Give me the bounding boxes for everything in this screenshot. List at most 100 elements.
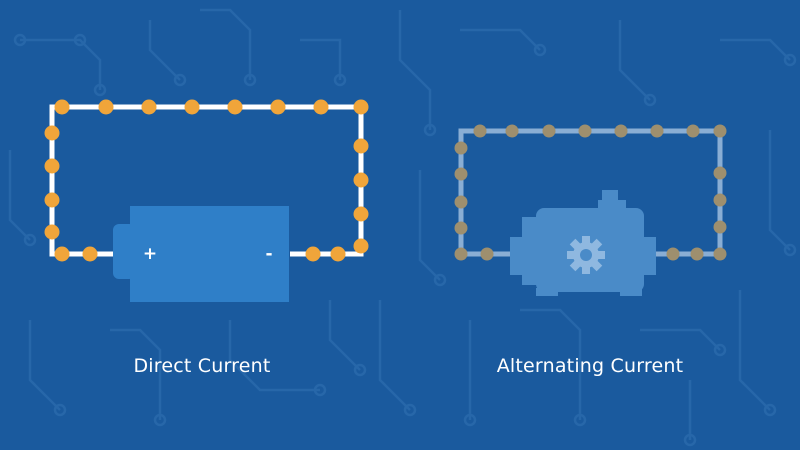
ac-electron-dot — [473, 124, 487, 138]
gear-tooth — [582, 236, 590, 245]
circuit-node — [763, 403, 777, 417]
circuit-trace — [720, 38, 791, 61]
ac-electron-dots — [454, 124, 727, 261]
dc-electron-dot — [44, 158, 60, 174]
motor-right-cap — [642, 237, 656, 275]
dc-electron-dots — [44, 99, 369, 262]
ac-electron-dot — [614, 124, 628, 138]
gear-tooth — [582, 265, 590, 274]
alternating-current-caption: Alternating Current — [496, 355, 684, 377]
circuit-node — [173, 73, 187, 87]
ac-electron-dot — [713, 220, 727, 234]
dc-electron-dot — [141, 99, 157, 115]
ac-electron-dot — [454, 141, 468, 155]
ac-electron-dot — [713, 166, 727, 180]
circuit-trace — [738, 290, 771, 411]
ac-electron-dot — [666, 247, 680, 261]
dc-electron-dot — [227, 99, 243, 115]
circuit-node — [353, 363, 367, 377]
dc-electron-dot — [270, 99, 286, 115]
dc-electron-dot — [330, 246, 346, 262]
motor-foot-right — [620, 288, 642, 296]
circuit-trace — [768, 130, 791, 251]
circuit-trace — [328, 300, 361, 371]
circuit-trace — [398, 10, 432, 130]
circuit-node — [243, 73, 257, 87]
circuit-node — [433, 273, 447, 287]
alternating-current-circuit — [454, 124, 727, 296]
dc-electron-dot — [44, 192, 60, 208]
motor-left-cap — [510, 237, 524, 275]
ac-electron-dot — [690, 247, 704, 261]
ac-electron-dot — [686, 124, 700, 138]
dc-electron-dot — [54, 99, 70, 115]
dc-electron-dot — [353, 238, 369, 254]
circuit-trace — [378, 300, 411, 411]
circuit-trace — [618, 20, 651, 101]
circuit-trace — [640, 328, 721, 351]
circuit-trace — [200, 8, 252, 80]
ac-electron-dot — [454, 221, 468, 235]
direct-current-circuit: + - — [44, 99, 369, 302]
circuit-node — [23, 233, 37, 247]
ac-electron-dot — [542, 124, 556, 138]
circuit-node — [533, 43, 547, 57]
ac-electron-dot — [454, 247, 468, 261]
dc-electron-dot — [98, 99, 114, 115]
ac-electron-dot — [713, 247, 727, 261]
dc-electron-dot — [184, 99, 200, 115]
battery-cap — [113, 224, 135, 279]
circuit-trace — [300, 38, 342, 80]
circuit-node — [13, 33, 27, 47]
circuit-node — [93, 83, 107, 97]
gear-tooth — [596, 251, 605, 259]
dc-electron-dot — [54, 246, 70, 262]
dc-electron-dot — [82, 246, 98, 262]
gear-tooth — [569, 259, 582, 272]
circuit-node — [783, 243, 797, 257]
dc-electron-dot — [353, 99, 369, 115]
circuit-node — [333, 73, 347, 87]
ac-electron-dot — [505, 124, 519, 138]
ac-electron-dot — [650, 124, 664, 138]
circuit-trace — [20, 38, 102, 90]
motor-foot-left — [536, 288, 558, 296]
direct-current-caption: Direct Current — [133, 355, 271, 377]
battery-positive-label: + — [143, 244, 157, 264]
circuit-node — [423, 123, 437, 137]
circuit-node — [53, 403, 67, 417]
circuit-trace — [148, 20, 181, 81]
ac-electron-dot — [578, 124, 592, 138]
ac-electron-dot — [454, 195, 468, 209]
circuit-trace — [520, 308, 582, 420]
dc-electron-dot — [353, 172, 369, 188]
motor-top-cap — [602, 190, 618, 202]
dc-electron-dot — [353, 206, 369, 222]
circuit-node — [643, 93, 657, 107]
ac-electron-dot — [713, 193, 727, 207]
circuit-node — [313, 383, 327, 397]
circuit-node — [73, 33, 87, 47]
dc-electron-dot — [313, 99, 329, 115]
ac-electron-dot — [713, 124, 727, 138]
circuit-node — [683, 433, 697, 447]
dc-electron-dot — [305, 246, 321, 262]
ac-electron-dot — [454, 167, 468, 181]
circuit-trace — [28, 320, 61, 411]
circuit-node — [403, 403, 417, 417]
circuit-node — [573, 413, 587, 427]
circuit-node — [783, 53, 797, 67]
circuit-node — [713, 343, 727, 357]
gear-tooth — [590, 238, 603, 251]
motor-gear-icon — [510, 190, 656, 296]
dc-electron-dot — [44, 224, 60, 240]
circuit-node — [153, 413, 167, 427]
circuit-trace — [228, 320, 320, 392]
gear-tooth — [590, 259, 603, 272]
circuit-trace — [418, 170, 441, 281]
battery-body — [130, 206, 289, 302]
circuit-trace — [460, 28, 541, 51]
circuit-board-pattern — [8, 8, 797, 447]
